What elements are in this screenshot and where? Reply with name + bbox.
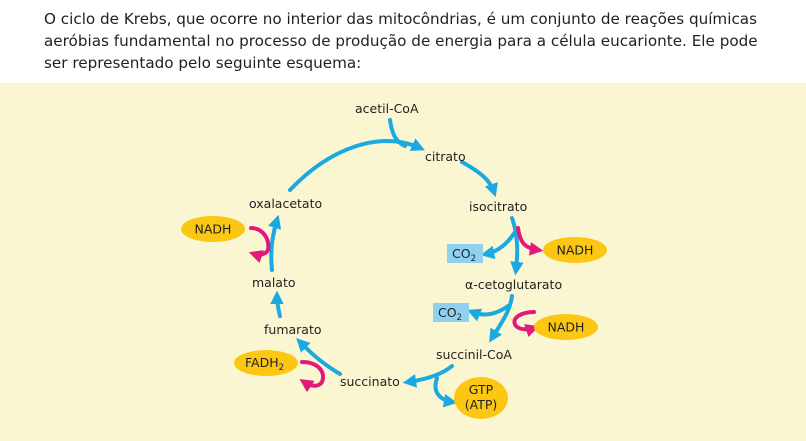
gtp-label: GTP xyxy=(469,382,494,397)
co2-1-base: CO xyxy=(452,246,471,261)
label-isocitrato: isocitrato xyxy=(469,199,527,214)
arrow-succinilcoa-succinato xyxy=(402,364,454,388)
arrow-fadh2-succinato xyxy=(299,360,325,393)
co2-2-base: CO xyxy=(438,305,457,320)
arrow-citrato-isocitrato xyxy=(460,160,498,198)
arrow-succinato-fumarato xyxy=(296,338,342,376)
nadh-label-3: NADH xyxy=(548,320,585,335)
nadh-badge-3: NADH xyxy=(534,314,598,340)
svg-text:CO2: CO2 xyxy=(438,305,462,323)
atp-label: (ATP) xyxy=(465,397,498,412)
nadh-badge-2: NADH xyxy=(543,237,607,263)
arrow-oxalacetato-citrato xyxy=(288,138,425,192)
arrow-co2-release-2 xyxy=(466,304,510,322)
label-oxalacetato: oxalacetato xyxy=(249,196,322,211)
nadh-label-2: NADH xyxy=(557,243,594,258)
co2-1-sub: 2 xyxy=(471,254,476,264)
arrow-nadh-isocitrato xyxy=(516,226,544,256)
co2-2-sub: 2 xyxy=(457,313,462,323)
nadh-badge-1: NADH xyxy=(181,216,245,242)
arrow-malato-oxalacetato xyxy=(268,214,282,272)
fadh2-base: FADH xyxy=(245,355,279,370)
co2-box-1: CO2 xyxy=(447,244,483,264)
arrow-acetilcoa-input xyxy=(388,118,407,148)
arrow-gtp-release xyxy=(433,376,458,408)
arrow-nadh-cetoglutarato xyxy=(512,310,540,338)
label-fumarato: fumarato xyxy=(264,322,322,337)
label-malato: malato xyxy=(252,275,296,290)
label-succinato: succinato xyxy=(340,374,400,389)
intro-text: O ciclo de Krebs, que ocorre no interior… xyxy=(44,8,794,74)
svg-text:FADH2: FADH2 xyxy=(245,355,284,373)
label-alfa-cetoglutarato: α-cetoglutarato xyxy=(465,277,562,292)
co2-box-2: CO2 xyxy=(433,303,469,323)
label-succinil-coa: succinil-CoA xyxy=(436,347,512,362)
intro-line-1: O ciclo de Krebs, que ocorre no interior… xyxy=(44,10,758,28)
fadh2-sub: 2 xyxy=(279,363,284,373)
intro-line-3: ser representado pelo seguinte esquema: xyxy=(44,54,362,72)
gtp-badge: GTP (ATP) xyxy=(454,377,508,419)
arrow-cetoglutarato-succinilcoa xyxy=(489,294,514,343)
label-acetil-coa: acetil-CoA xyxy=(355,101,419,116)
label-citrato: citrato xyxy=(425,149,466,164)
arrow-co2-release-1 xyxy=(480,230,517,260)
svg-text:CO2: CO2 xyxy=(452,246,476,264)
fadh2-badge: FADH2 xyxy=(234,350,298,376)
arrow-nadh-oxalacetato xyxy=(248,226,271,264)
arrow-isocitrato-cetoglutarato xyxy=(510,216,524,276)
nadh-label-1: NADH xyxy=(195,222,232,237)
arrow-fumarato-malato xyxy=(270,290,284,318)
intro-line-2: aeróbias fundamental no processo de prod… xyxy=(44,32,758,50)
